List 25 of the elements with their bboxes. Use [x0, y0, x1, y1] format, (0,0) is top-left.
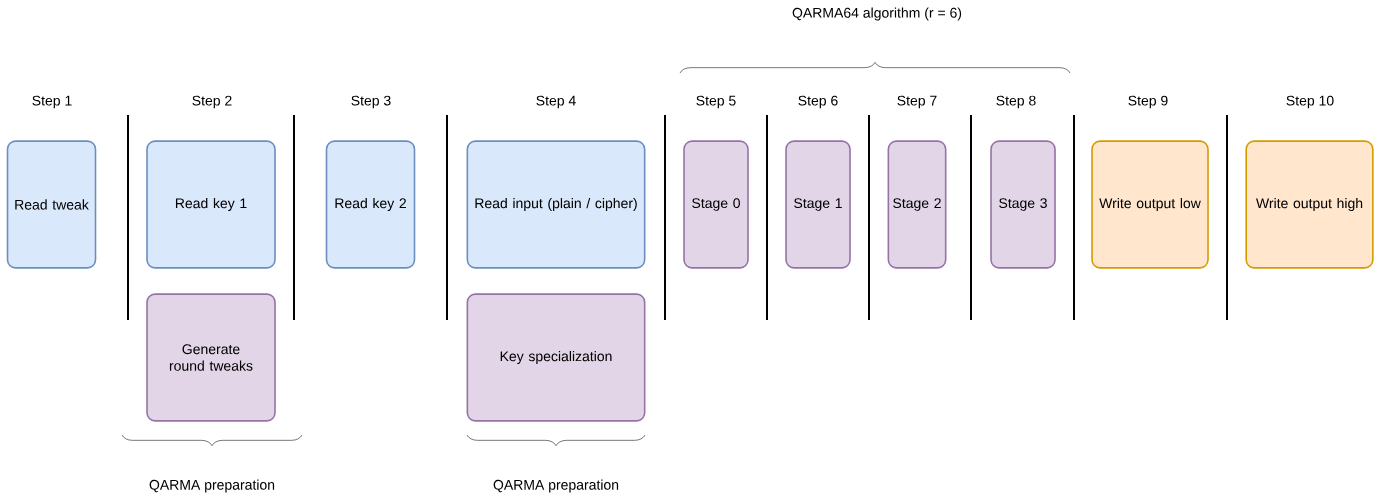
step-label: Step 5: [696, 95, 736, 109]
step-label: Step 6: [798, 95, 838, 109]
step-label: Step 2: [192, 95, 232, 109]
step-label: Step 4: [536, 95, 576, 109]
process-box: Read key 2: [325, 140, 416, 269]
process-box: Stage 3: [990, 140, 1056, 269]
process-box: Generate round tweaks: [146, 293, 276, 422]
process-box: Read tweak: [6, 140, 97, 269]
step-label: Step 3: [351, 95, 391, 109]
process-box: Stage 2: [887, 140, 947, 269]
group-label: QARMA preparation: [149, 479, 275, 493]
process-box: Read input (plain / cipher): [466, 140, 646, 269]
step-label: Step 8: [996, 95, 1036, 109]
process-box: Key specialization: [466, 293, 646, 422]
step-label: Step 7: [897, 95, 937, 109]
process-box: Read key 1: [146, 140, 276, 269]
step-label: Step 1: [32, 95, 72, 109]
process-box: Stage 0: [683, 140, 749, 269]
step-label: Step 10: [1286, 95, 1334, 109]
step-label: Step 9: [1128, 95, 1168, 109]
group-label: QARMA preparation: [493, 479, 619, 493]
process-box: Write output low: [1091, 140, 1209, 269]
process-box: Stage 1: [785, 140, 851, 269]
algorithm-label: QARMA64 algorithm (r = 6): [792, 7, 962, 21]
process-box: Write output high: [1245, 140, 1374, 269]
